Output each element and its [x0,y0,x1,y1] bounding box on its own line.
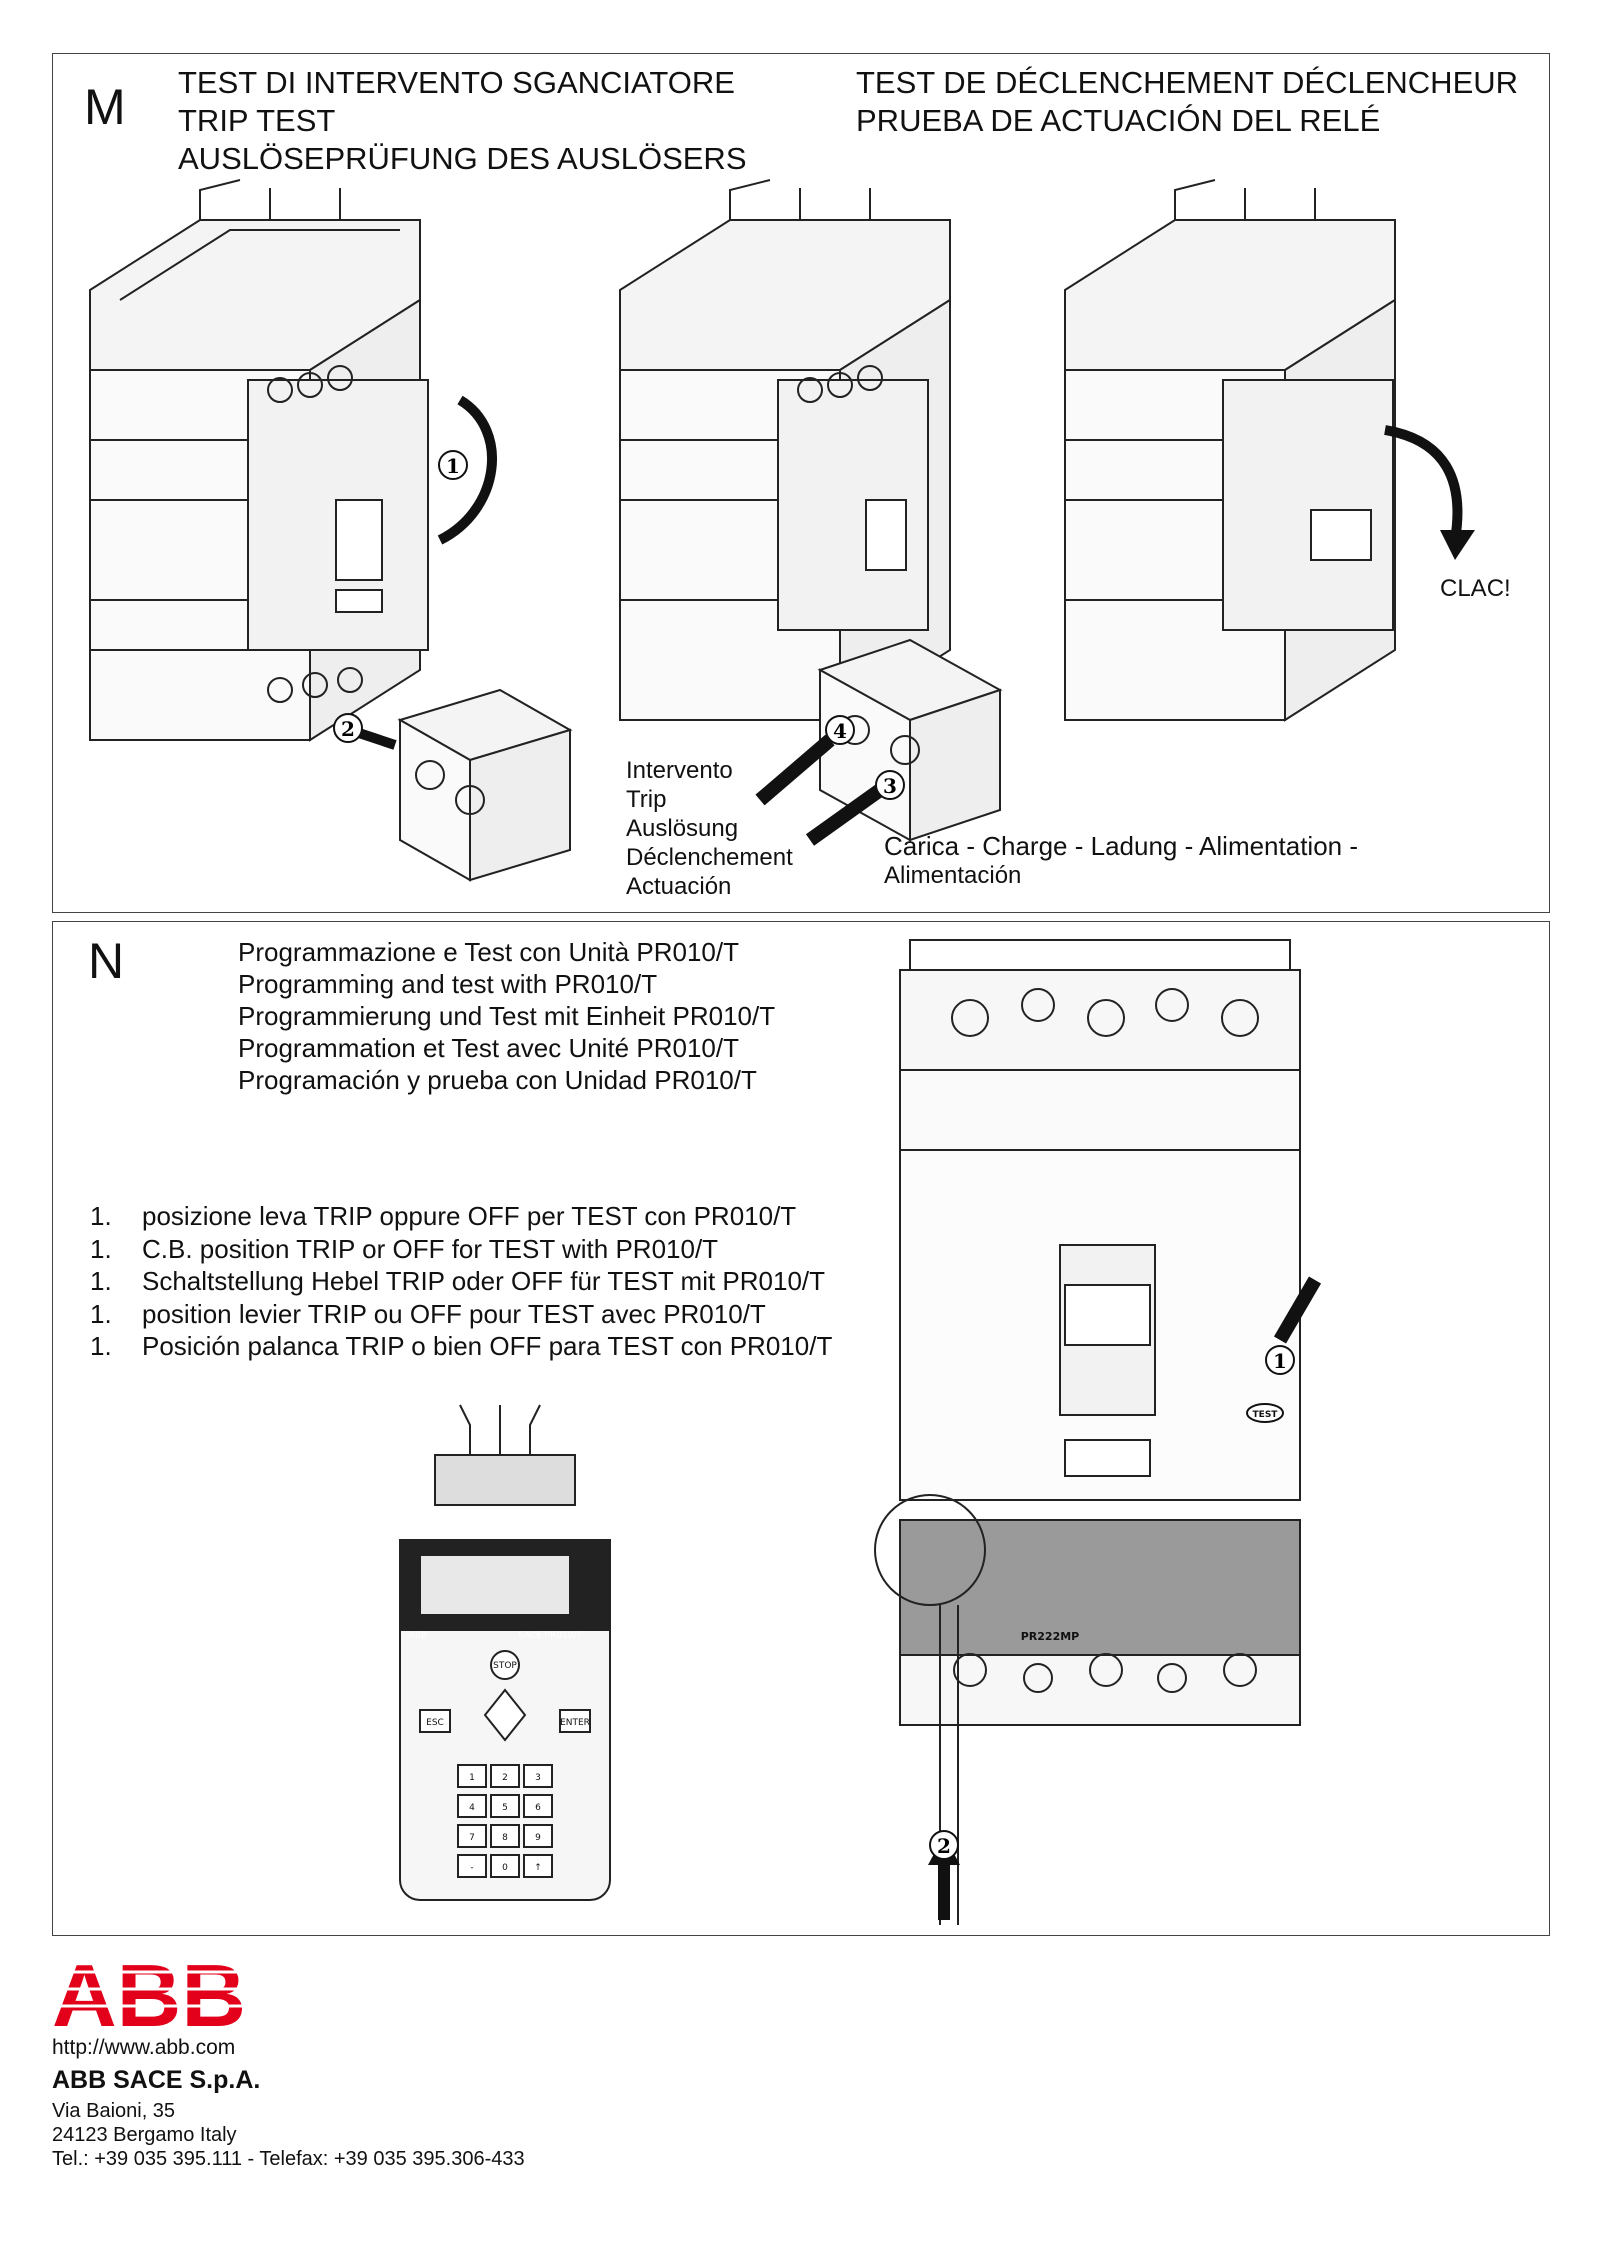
device-model: SACE PR010/T [518,1631,583,1641]
breaker-illustration-1: 1 [89,179,497,742]
n-title-line: Programming and test with PR010/T [238,969,658,999]
trip-label: Intervento [626,757,733,784]
footer-company: ABB SACE S.p.A. [52,2066,261,2094]
address-line: Via Baioni, 35 [52,2100,176,2122]
breaker-illustration-2 [619,179,951,722]
title-line: TEST DI INTERVENTO SGANCIATORE [178,65,735,100]
trip-label: Auslösung [626,815,739,842]
address-line: Tel.: +39 035 395.111 - Telefax: +39 035… [52,2148,525,2170]
key-6: 6 [535,1803,541,1813]
key-9: 9 [535,1833,541,1843]
address-line: 24123 Bergamo Italy [52,2124,237,2146]
footer-address: Via Baioni, 35 24123 Bergamo Italy Tel.:… [52,2099,525,2171]
key-enter: ENTER [560,1718,590,1728]
list-item: 1.Posición palanca TRIP o bien OFF para … [90,1331,833,1361]
list-item: 1.C.B. position TRIP or OFF for TEST wit… [90,1233,719,1264]
breaker-illustration-3 [1064,179,1475,722]
charge-label: Alimentación [884,862,1022,889]
trip-label: Déclenchement [626,844,793,871]
step-3-number-m: 3 [883,774,897,798]
key-8: 8 [502,1833,508,1843]
title-line: PRUEBA DE ACTUACIÓN DEL RELÉ [856,103,1381,138]
breaker-front-view: PR222MP 1 TEST 2 [874,939,1322,1925]
abb-logo-text: ABB [52,1946,246,2045]
key-stop: STOP [493,1661,517,1671]
key-2: 2 [502,1773,508,1783]
key-0: 0 [502,1863,508,1873]
section-m-title-left: TEST DI INTERVENTO SGANCIATORE TRIP TEST… [178,64,747,178]
test-label: TEST [1253,1410,1279,1420]
step-1-number-m: 1 [446,454,460,478]
title-line: AUSLÖSEPRÜFUNG DES AUSLÖSERS [178,141,747,176]
n-title-line: Programmation et Test avec Unité PR010/T [238,1033,739,1063]
section-n-letter: N [88,933,125,989]
key-5: 5 [502,1803,508,1813]
key-esc: ESC [426,1718,444,1728]
list-item: 1.posizione leva TRIP oppure OFF per TES… [90,1201,797,1231]
list-item: 1.position levier TRIP ou OFF pour TEST … [90,1298,766,1329]
pr010-module-1: 2 [333,688,573,882]
key-4: 4 [469,1803,475,1813]
step-2-number-n: 2 [937,1834,951,1858]
key-minus: - [470,1863,473,1873]
trip-label: Trip [626,786,667,813]
pr010-module-2: 4 3 [755,638,1003,846]
step-1-number-n: 1 [1273,1349,1287,1373]
footer-url[interactable]: http://www.abb.com [52,2036,236,2059]
n-title-line: Programmazione e Test con Unità PR010/T [238,937,739,967]
key-7: 7 [469,1833,475,1843]
instruction-list: 1.posizione leva TRIP oppure OFF per TES… [90,1200,832,1363]
key-3: 3 [535,1773,541,1783]
section-m-letter: M [84,79,126,135]
charge-labels: Carica - Charge - Ladung - Alimentation … [884,832,1358,890]
n-title-line: Programación y prueba con Unidad PR010/T [238,1065,757,1095]
title-line: TEST DE DÉCLENCHEMENT DÉCLENCHEUR [856,65,1519,100]
trip-labels: Intervento Trip Auslösung Déclenchement … [626,756,793,901]
section-m-title-right: TEST DE DÉCLENCHEMENT DÉCLENCHEUR PRUEBA… [856,64,1518,140]
list-item: 1.Schaltstellung Hebel TRIP oder OFF für… [90,1266,826,1296]
abb-logo: ABB [52,1946,248,2045]
step-2-number-m: 2 [341,717,355,741]
pr010t-handheld-device: ABB SACE PR010/T STOP ESC ENTER 1 2 3 4 … [399,1404,611,1901]
clac-label: CLAC! [1440,575,1511,602]
title-line: TRIP TEST [178,103,336,138]
section-n-title: Programmazione e Test con Unità PR010/T … [238,936,775,1096]
key-1: 1 [469,1773,475,1783]
key-up: ↑ [534,1863,542,1873]
unit-label: PR222MP [1021,1630,1080,1643]
charge-label: Carica - Charge - Ladung - Alimentation … [884,831,1359,861]
device-brand: ABB [409,1631,428,1641]
n-title-line: Programmierung und Test mit Einheit PR01… [238,1001,776,1031]
trip-label: Actuación [626,873,732,900]
step-4-number-m: 4 [833,719,847,743]
